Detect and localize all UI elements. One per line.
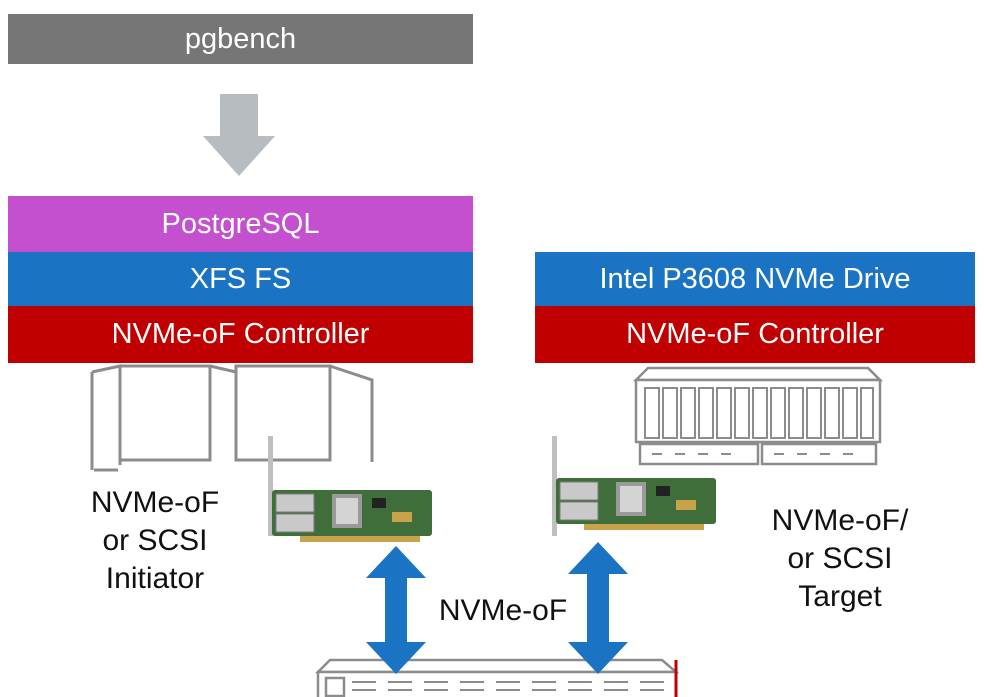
pgbench-label: pgbench (184, 22, 297, 55)
fabric-label: NVMe-oF (418, 592, 588, 630)
hba-card-icon (268, 436, 432, 542)
target-line-2: or SCSI (787, 542, 893, 575)
target-controller-label: NVMe-oF Controller (626, 318, 884, 350)
server-icon (90, 364, 374, 472)
flow-arrow-icon (203, 94, 275, 176)
xfs-label: XFS FS (189, 262, 292, 295)
storage-array-icon (632, 366, 884, 466)
nvme-drive-label: Intel P3608 NVMe Drive (599, 262, 911, 295)
double-arrow-icon (568, 542, 628, 674)
postgresql-label: PostgreSQL (161, 207, 320, 240)
target-controller-layer: NVMe-oF Controller (535, 306, 975, 363)
nvme-drive-layer: Intel P3608 NVMe Drive (535, 252, 975, 306)
target-line-3: Target (798, 580, 882, 613)
pgbench-bar: pgbench (8, 14, 473, 64)
host-controller-label: NVMe-oF Controller (111, 318, 370, 350)
initiator-label: NVMe-oF or SCSI Initiator (70, 484, 240, 598)
network-switch-icon (314, 658, 680, 697)
initiator-line-1: NVMe-oF (90, 486, 220, 519)
fabric-label-text: NVMe-oF (438, 594, 568, 627)
xfs-layer: XFS FS (8, 252, 473, 306)
target-line-1: NVMe-oF/ (771, 504, 909, 537)
initiator-line-2: or SCSI (102, 524, 208, 557)
postgresql-layer: PostgreSQL (8, 196, 473, 252)
host-controller-layer: NVMe-oF Controller (8, 306, 473, 363)
hba-card-icon (552, 436, 716, 536)
double-arrow-icon (366, 546, 426, 674)
initiator-line-3: Initiator (105, 562, 205, 595)
target-label: NVMe-oF/ or SCSI Target (740, 502, 940, 616)
